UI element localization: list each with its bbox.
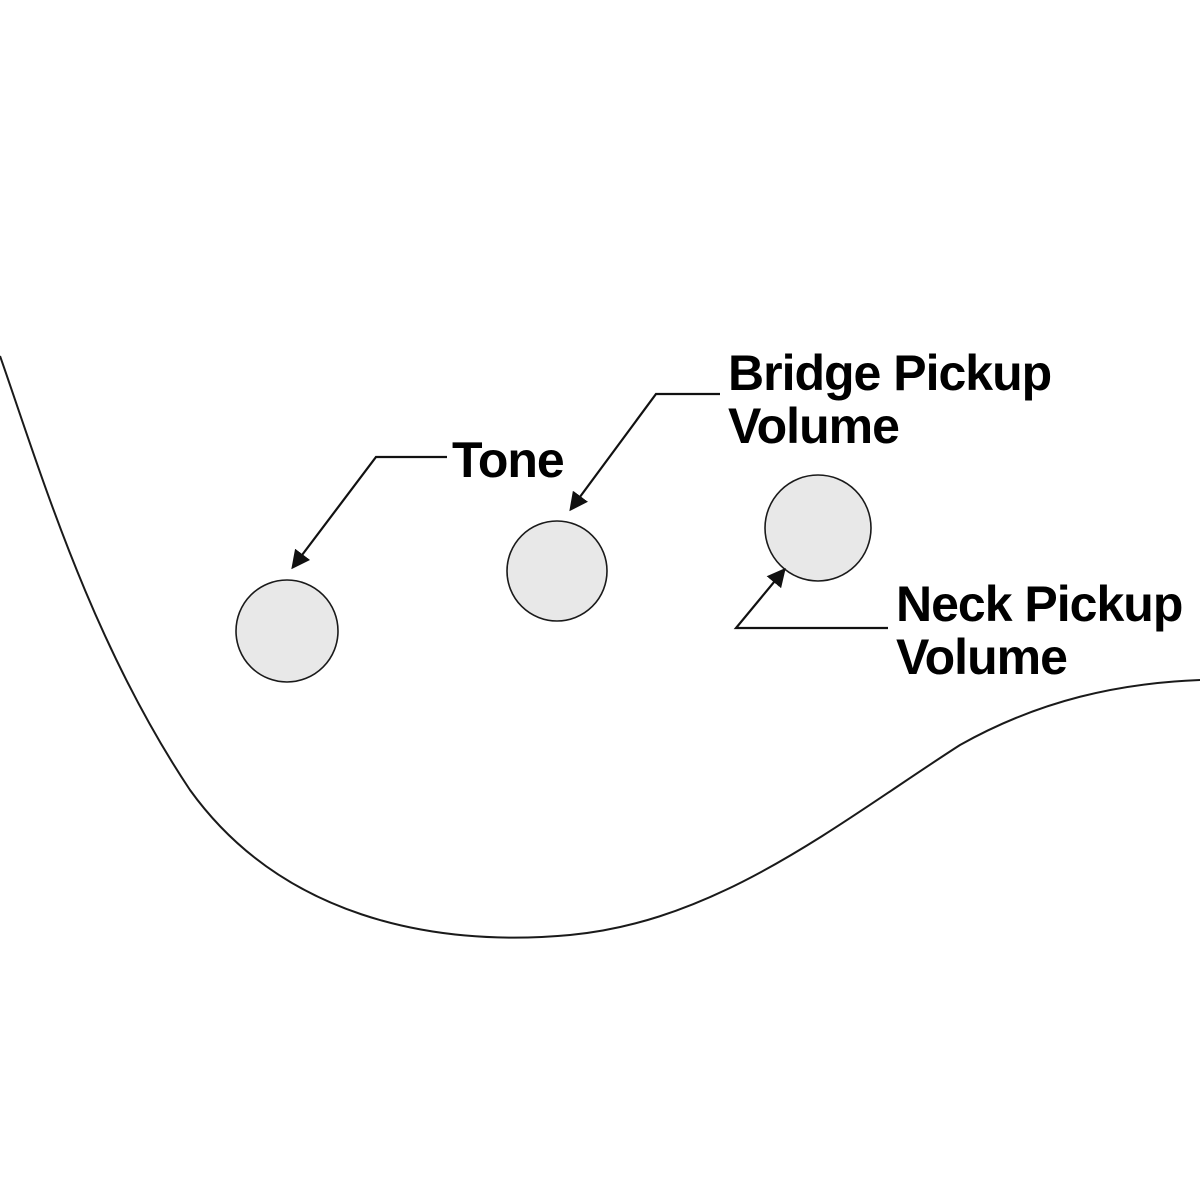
tone-knob <box>235 579 339 683</box>
neck-pickup-volume-label-line1: Neck Pickup <box>896 576 1182 632</box>
neck-pickup-volume-label-line2: Volume <box>896 629 1067 685</box>
tone-leader-line <box>291 455 447 570</box>
bridge-pickup-leader-line <box>569 392 720 512</box>
bridge-pickup-volume-label-line2: Volume <box>728 398 899 454</box>
bridge-pickup-volume-label-line1: Bridge Pickup <box>728 345 1051 401</box>
bridge-pickup-volume-knob <box>506 520 608 622</box>
neck-pickup-leader-line <box>733 567 888 630</box>
tone-label: Tone <box>452 432 564 488</box>
guitar-body-outline <box>0 355 1200 939</box>
neck-pickup-volume-knob <box>764 474 872 582</box>
